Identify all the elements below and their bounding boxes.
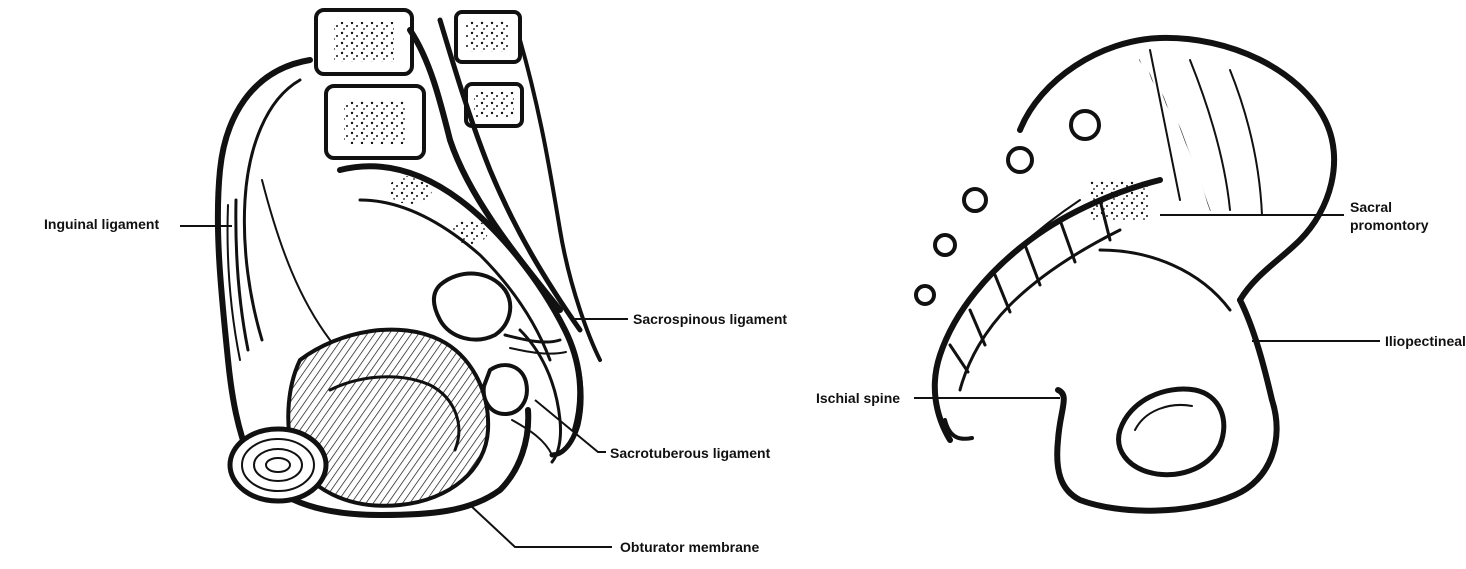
obturator-foramen	[1116, 386, 1227, 478]
pubic-symphysis	[227, 426, 329, 504]
right-leader-lines	[914, 214, 1380, 399]
left-leader-lines	[180, 225, 628, 548]
label-sacral-promontory: Sacral promontory	[1350, 199, 1429, 233]
label-sacrospinous-ligament: Sacrospinous ligament	[633, 311, 788, 327]
label-ischial-spine: Ischial spine	[816, 390, 901, 406]
label-obturator-membrane: Obturator membrane	[620, 539, 760, 555]
leader-obturator-membrane	[469, 504, 612, 548]
label-inguinal-ligament: Inguinal ligament	[44, 216, 160, 232]
leader-sacrotuberous-ligament	[534, 399, 606, 453]
label-sacrotuberous-ligament: Sacrotuberous ligament	[610, 445, 771, 461]
label-iliopectineal-line: Iliopectineal line	[1385, 333, 1466, 349]
right-pelvis-drawing	[914, 34, 1338, 514]
left-pelvis-drawing	[214, 8, 602, 518]
